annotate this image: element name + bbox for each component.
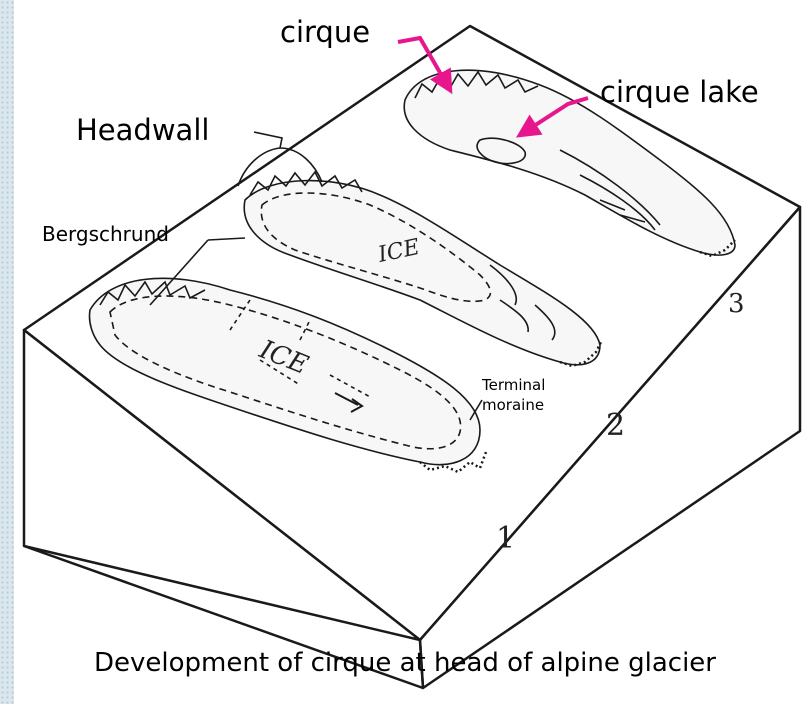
cirque-lake-label: cirque lake bbox=[600, 78, 759, 107]
terminal-moraine-label-line1: Terminal bbox=[482, 378, 545, 393]
cirque-label: cirque bbox=[280, 18, 370, 47]
stage-number-1: 1 bbox=[496, 521, 515, 556]
stage-number-3: 3 bbox=[728, 289, 745, 319]
terminal-moraine-label-line2: moraine bbox=[482, 398, 544, 413]
stage-number-2: 2 bbox=[606, 408, 625, 443]
headwall-label: Headwall bbox=[76, 116, 209, 145]
figure-caption: Development of cirque at head of alpine … bbox=[0, 650, 810, 676]
bergschrund-label: Bergschrund bbox=[42, 224, 169, 244]
